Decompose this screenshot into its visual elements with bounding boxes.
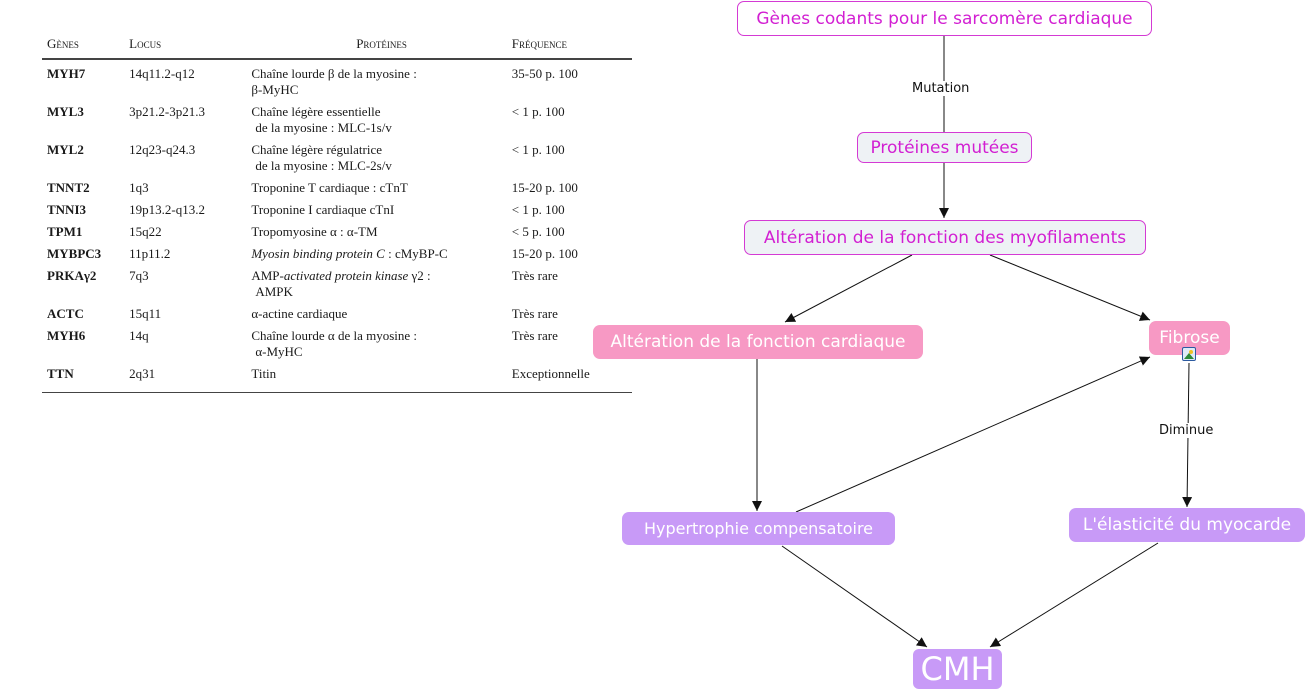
protein-cell: Myosin binding protein C : cMyBP-C — [251, 246, 511, 268]
frequency-cell: Exceptionnelle — [511, 366, 632, 393]
frequency-cell: < 5 p. 100 — [511, 224, 565, 239]
link-label-diminue: Diminue — [1158, 423, 1215, 438]
table-row: MYBPC3 11p11.2 Myosin binding protein C … — [42, 246, 632, 268]
protein-line: AMPK — [255, 284, 293, 299]
table-row: MYH7 14q11.2-q12 Chaîne lourde β de la m… — [42, 59, 632, 104]
locus-cell: 14q11.2-q12 — [129, 66, 195, 81]
protein-line: Chaîne légère régulatrice — [251, 142, 382, 157]
table-row: ACTC 15q11 α-actine cardiaque Très rare — [42, 306, 632, 328]
gene-cell: ACTC — [47, 306, 84, 321]
table-row: TTN 2q31 Titin Exceptionnelle — [42, 366, 632, 393]
table-row: MYL3 3p21.2-3p21.3 Chaîne légère essenti… — [42, 104, 632, 142]
protein-cell: Titin — [251, 366, 512, 393]
table-row: TNNT2 1q3 Troponine T cardiaque : cTnT 1… — [42, 180, 632, 202]
locus-cell: 14q — [129, 328, 149, 343]
locus-cell: 7q3 — [129, 268, 149, 283]
protein-rest: : cMyBP-C — [384, 246, 448, 261]
node-elasticity[interactable]: L'élasticité du myocarde — [1069, 508, 1305, 542]
protein-italic: activated protein kinase — [283, 268, 409, 283]
protein-line: α-MyHC — [255, 344, 303, 359]
protein-cell: α-actine cardiaque — [251, 306, 348, 321]
table-row: MYL2 12q23-q24.3 Chaîne légère régulatri… — [42, 142, 632, 180]
header-locus: Locus — [129, 34, 252, 60]
table-row: MYH6 14q Chaîne lourde α de la myosine :… — [42, 328, 632, 366]
frequency-cell: Très rare — [511, 306, 558, 321]
gene-cell: TTN — [42, 366, 130, 393]
edge-myofilaments-fibrose — [989, 254, 1151, 321]
frequency-cell: 15-20 p. 100 — [511, 246, 578, 261]
gene-cell: TPM1 — [47, 224, 83, 239]
header-genes: Gènes — [42, 34, 130, 60]
gene-cell: TNNT2 — [47, 180, 90, 195]
gene-cell: MYBPC3 — [47, 246, 102, 261]
locus-cell: 11p11.2 — [129, 246, 171, 261]
frequency-cell: 15-20 p. 100 — [511, 180, 578, 195]
protein-rest: γ2 : — [408, 268, 431, 283]
link-label-mutation: Mutation — [911, 81, 971, 96]
gene-table: Gènes Locus Protéines Fréquence MYH7 14q… — [42, 34, 632, 393]
node-hypertrophy[interactable]: Hypertrophie compensatoire — [622, 512, 895, 545]
protein-cell: Troponine I cardiaque cTnI — [251, 202, 395, 217]
frequency-cell: < 1 p. 100 — [511, 142, 565, 157]
table-row: TNNI3 19p13.2-q13.2 Troponine I cardiaqu… — [42, 202, 632, 224]
protein-cell: Tropomyosine α : α-TM — [251, 224, 378, 239]
frequency-cell: Très rare — [511, 268, 558, 283]
node-myofilaments[interactable]: Altération de la fonction des myofilamen… — [744, 220, 1146, 255]
frequency-cell: < 1 p. 100 — [511, 104, 565, 119]
locus-cell: 2q31 — [129, 366, 252, 393]
edge-elasticity-cmh — [989, 542, 1159, 648]
frequency-cell: Très rare — [511, 328, 558, 343]
gene-cell: TNNI3 — [47, 202, 87, 217]
protein-line: β-MyHC — [251, 82, 299, 97]
protein-italic: Myosin binding protein C — [251, 246, 385, 261]
node-proteins[interactable]: Protéines mutées — [857, 132, 1032, 163]
locus-cell: 1q3 — [129, 180, 149, 195]
locus-cell: 15q11 — [129, 306, 162, 321]
gene-cell: PRKAγ2 — [47, 268, 97, 283]
edge-myofilaments-cardiac-function — [784, 254, 913, 323]
table-header-row: Gènes Locus Protéines Fréquence — [42, 34, 632, 60]
edge-hypertrophy-cmh — [781, 545, 928, 648]
locus-cell: 19p13.2-q13.2 — [129, 202, 205, 217]
protein-pre: AMP- — [251, 268, 284, 283]
locus-cell: 15q22 — [129, 224, 162, 239]
gene-cell: MYH7 — [47, 66, 86, 81]
locus-cell: 12q23-q24.3 — [129, 142, 196, 157]
table-row: TPM1 15q22 Tropomyosine α : α-TM < 5 p. … — [42, 224, 632, 246]
protein-cell: Troponine T cardiaque : cTnT — [251, 180, 408, 195]
node-fibrose[interactable]: Fibrose — [1149, 321, 1230, 355]
protein-cell: Chaîne lourde α de la myosine :α-MyHC — [251, 328, 511, 366]
table-row: PRKAγ2 7q3 AMP-activated protein kinase … — [42, 268, 632, 306]
frequency-cell: 35-50 p. 100 — [511, 66, 578, 81]
protein-line: Chaîne légère essentielle — [251, 104, 381, 119]
header-proteins: Protéines — [251, 34, 512, 60]
locus-cell: 3p21.2-3p21.3 — [129, 104, 205, 119]
protein-cell: Chaîne lourde β de la myosine :β-MyHC — [251, 59, 511, 104]
node-genes[interactable]: Gènes codants pour le sarcomère cardiaqu… — [737, 1, 1152, 36]
header-frequency: Fréquence — [511, 34, 632, 60]
frequency-cell: < 1 p. 100 — [511, 202, 565, 217]
protein-line: Chaîne lourde α de la myosine : — [251, 328, 418, 343]
edge-hypertrophy-fibrose — [795, 356, 1151, 513]
protein-line: Chaîne lourde β de la myosine : — [251, 66, 417, 81]
gene-cell: MYL2 — [47, 142, 84, 157]
gene-cell: MYL3 — [47, 104, 84, 119]
protein-line: de la myosine : MLC-2s/v — [255, 158, 392, 173]
protein-line: de la myosine : MLC-1s/v — [255, 120, 392, 135]
protein-cell: AMP-activated protein kinase γ2 : AMPK — [251, 268, 511, 306]
node-cmh[interactable]: CMH — [913, 649, 1002, 689]
gene-cell: MYH6 — [47, 328, 86, 343]
node-cardiac-function[interactable]: Altération de la fonction cardiaque — [593, 325, 923, 359]
